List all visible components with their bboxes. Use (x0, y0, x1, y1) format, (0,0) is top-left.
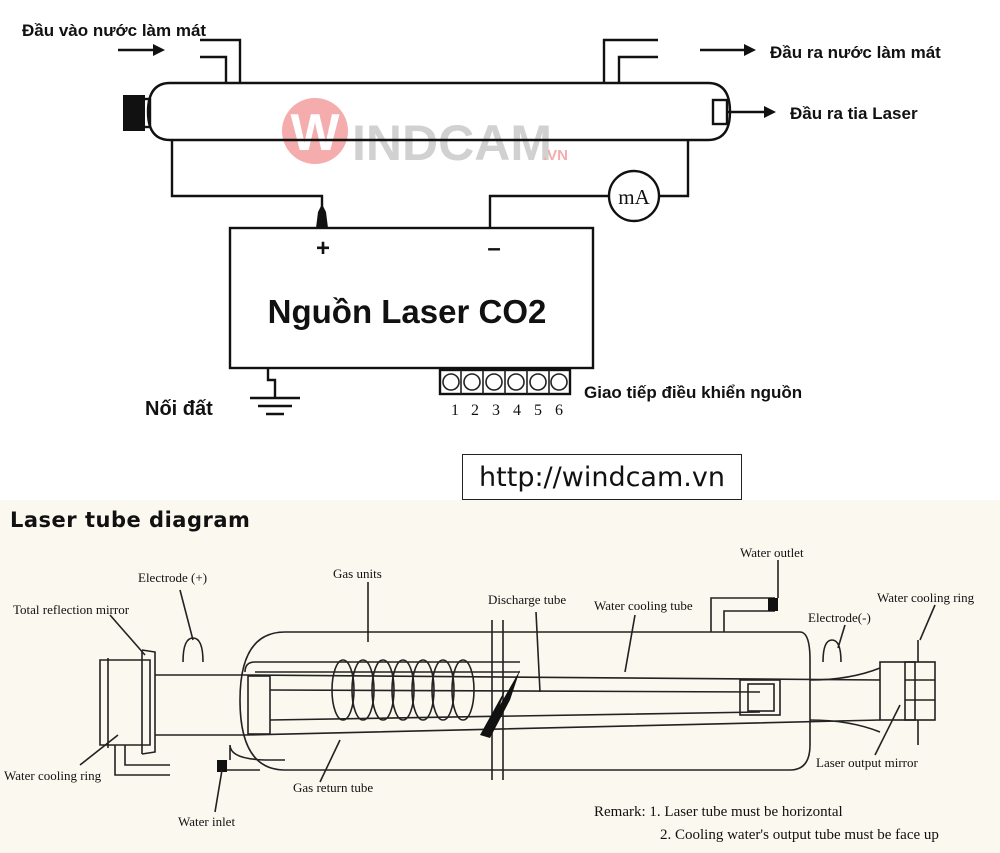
bottom-labels: Electrode (+) Total reflection mirror Ga… (4, 545, 975, 843)
laser-output-label: Đầu ra tia Laser (790, 104, 918, 123)
gas-units-label: Gas units (333, 566, 382, 581)
remark-line-1: Remark: 1. Laser tube must be horizontal (594, 804, 843, 820)
water-inlet-label-en: Water inlet (178, 814, 235, 829)
power-supply-box (228, 226, 595, 370)
screw-terminal-icon (507, 373, 525, 391)
laser-tube-diagram-title: Laser tube diagram (10, 508, 251, 532)
arrow-right-icon (764, 106, 776, 118)
electrode-minus-label: Electrode(-) (808, 610, 871, 625)
terminal-number: 1 (451, 402, 459, 419)
gas-return-tube-label: Gas return tube (293, 780, 373, 795)
plus-terminal-label: + (316, 235, 330, 262)
electrode-plus-label: Electrode (+) (138, 570, 207, 585)
ammeter-label: mA (618, 185, 650, 209)
terminal-number: 3 (492, 402, 500, 419)
power-supply-label: Nguồn Laser CO2 (268, 293, 547, 330)
screw-terminal-icon (442, 373, 460, 391)
output-window-cap (711, 98, 729, 126)
water-cooling-ring-right-label: Water cooling ring (877, 590, 975, 605)
water-outlet-label: Đầu ra nước làm mát (770, 43, 941, 62)
arrow-right-icon (744, 44, 756, 56)
screw-terminal-icon (485, 373, 503, 391)
screw-terminal-icon (550, 373, 568, 391)
ammeter-icon (607, 169, 661, 223)
wiring (170, 140, 690, 228)
watermark-text: INDCAM (352, 115, 552, 171)
ground-label: Nối đất (145, 398, 213, 420)
terminal-numbers: 1 2 3 4 5 6 (451, 402, 563, 419)
gas-return-coil-icon (331, 659, 475, 721)
terminal-number: 4 (513, 402, 521, 419)
arrow-right-icon (153, 44, 165, 56)
water-cooling-ring-left-label: Water cooling ring (4, 768, 102, 783)
terminal-block (438, 368, 572, 396)
top-laser-tube (123, 38, 732, 142)
water-cooling-tube-label: Water cooling tube (594, 598, 693, 613)
rear-mirror-cap (123, 95, 145, 131)
total-reflection-mirror-label: Total reflection mirror (13, 602, 130, 617)
flow-arrows (118, 44, 776, 118)
minus-terminal-label: – (487, 235, 500, 262)
website-url-box: http://windcam.vn (462, 454, 742, 500)
remark-line-2: 2. Cooling water's output tube must be f… (660, 827, 939, 843)
screw-terminal-icon (529, 373, 547, 391)
screw-terminal-icon (463, 373, 481, 391)
discharge-tube-label: Discharge tube (488, 592, 566, 607)
water-outlet-label-en: Water outlet (740, 545, 804, 560)
laser-output-mirror-label: Laser output mirror (816, 755, 918, 770)
terminal-number: 2 (471, 402, 479, 419)
watermark-suffix: .VN (543, 147, 568, 164)
bottom-tube-drawing (79, 560, 936, 813)
control-interface-label: Giao tiếp điều khiển nguồn (584, 383, 802, 402)
watermark-circle-icon (282, 98, 348, 164)
terminal-number: 5 (534, 402, 542, 419)
water-inlet-label: Đầu vào nước làm mát (22, 21, 206, 40)
ground-icon (250, 368, 300, 416)
terminal-number: 6 (555, 402, 563, 419)
hv-connector-icon (316, 204, 328, 228)
windcam-watermark: W INDCAM .VN (282, 98, 568, 171)
watermark-w: W (290, 104, 340, 162)
